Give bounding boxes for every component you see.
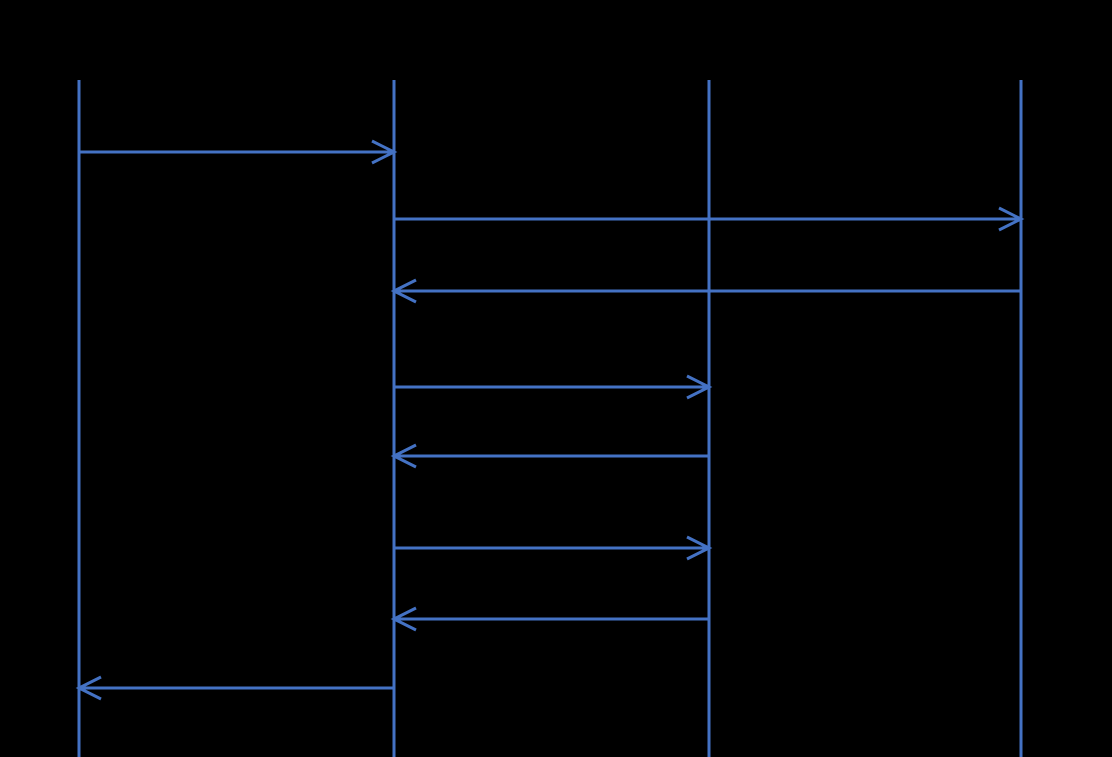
- messages-group: [75, 139, 1025, 701]
- message-6: [394, 535, 713, 561]
- arrowhead-3: [390, 278, 417, 304]
- lifelines-group: [77, 80, 1023, 757]
- message-1: [79, 139, 398, 165]
- message-2: [394, 206, 1025, 232]
- message-8: [75, 675, 394, 701]
- message-4: [394, 374, 713, 400]
- arrowhead-6: [686, 535, 713, 561]
- arrowhead-4: [686, 374, 713, 400]
- arrowhead-2: [998, 206, 1025, 232]
- message-3: [390, 278, 1021, 304]
- arrowhead-7: [390, 606, 417, 632]
- arrowhead-5: [390, 443, 417, 469]
- message-5: [390, 443, 709, 469]
- arrowhead-1: [371, 139, 398, 165]
- arrowhead-8: [75, 675, 102, 701]
- message-7: [390, 606, 709, 632]
